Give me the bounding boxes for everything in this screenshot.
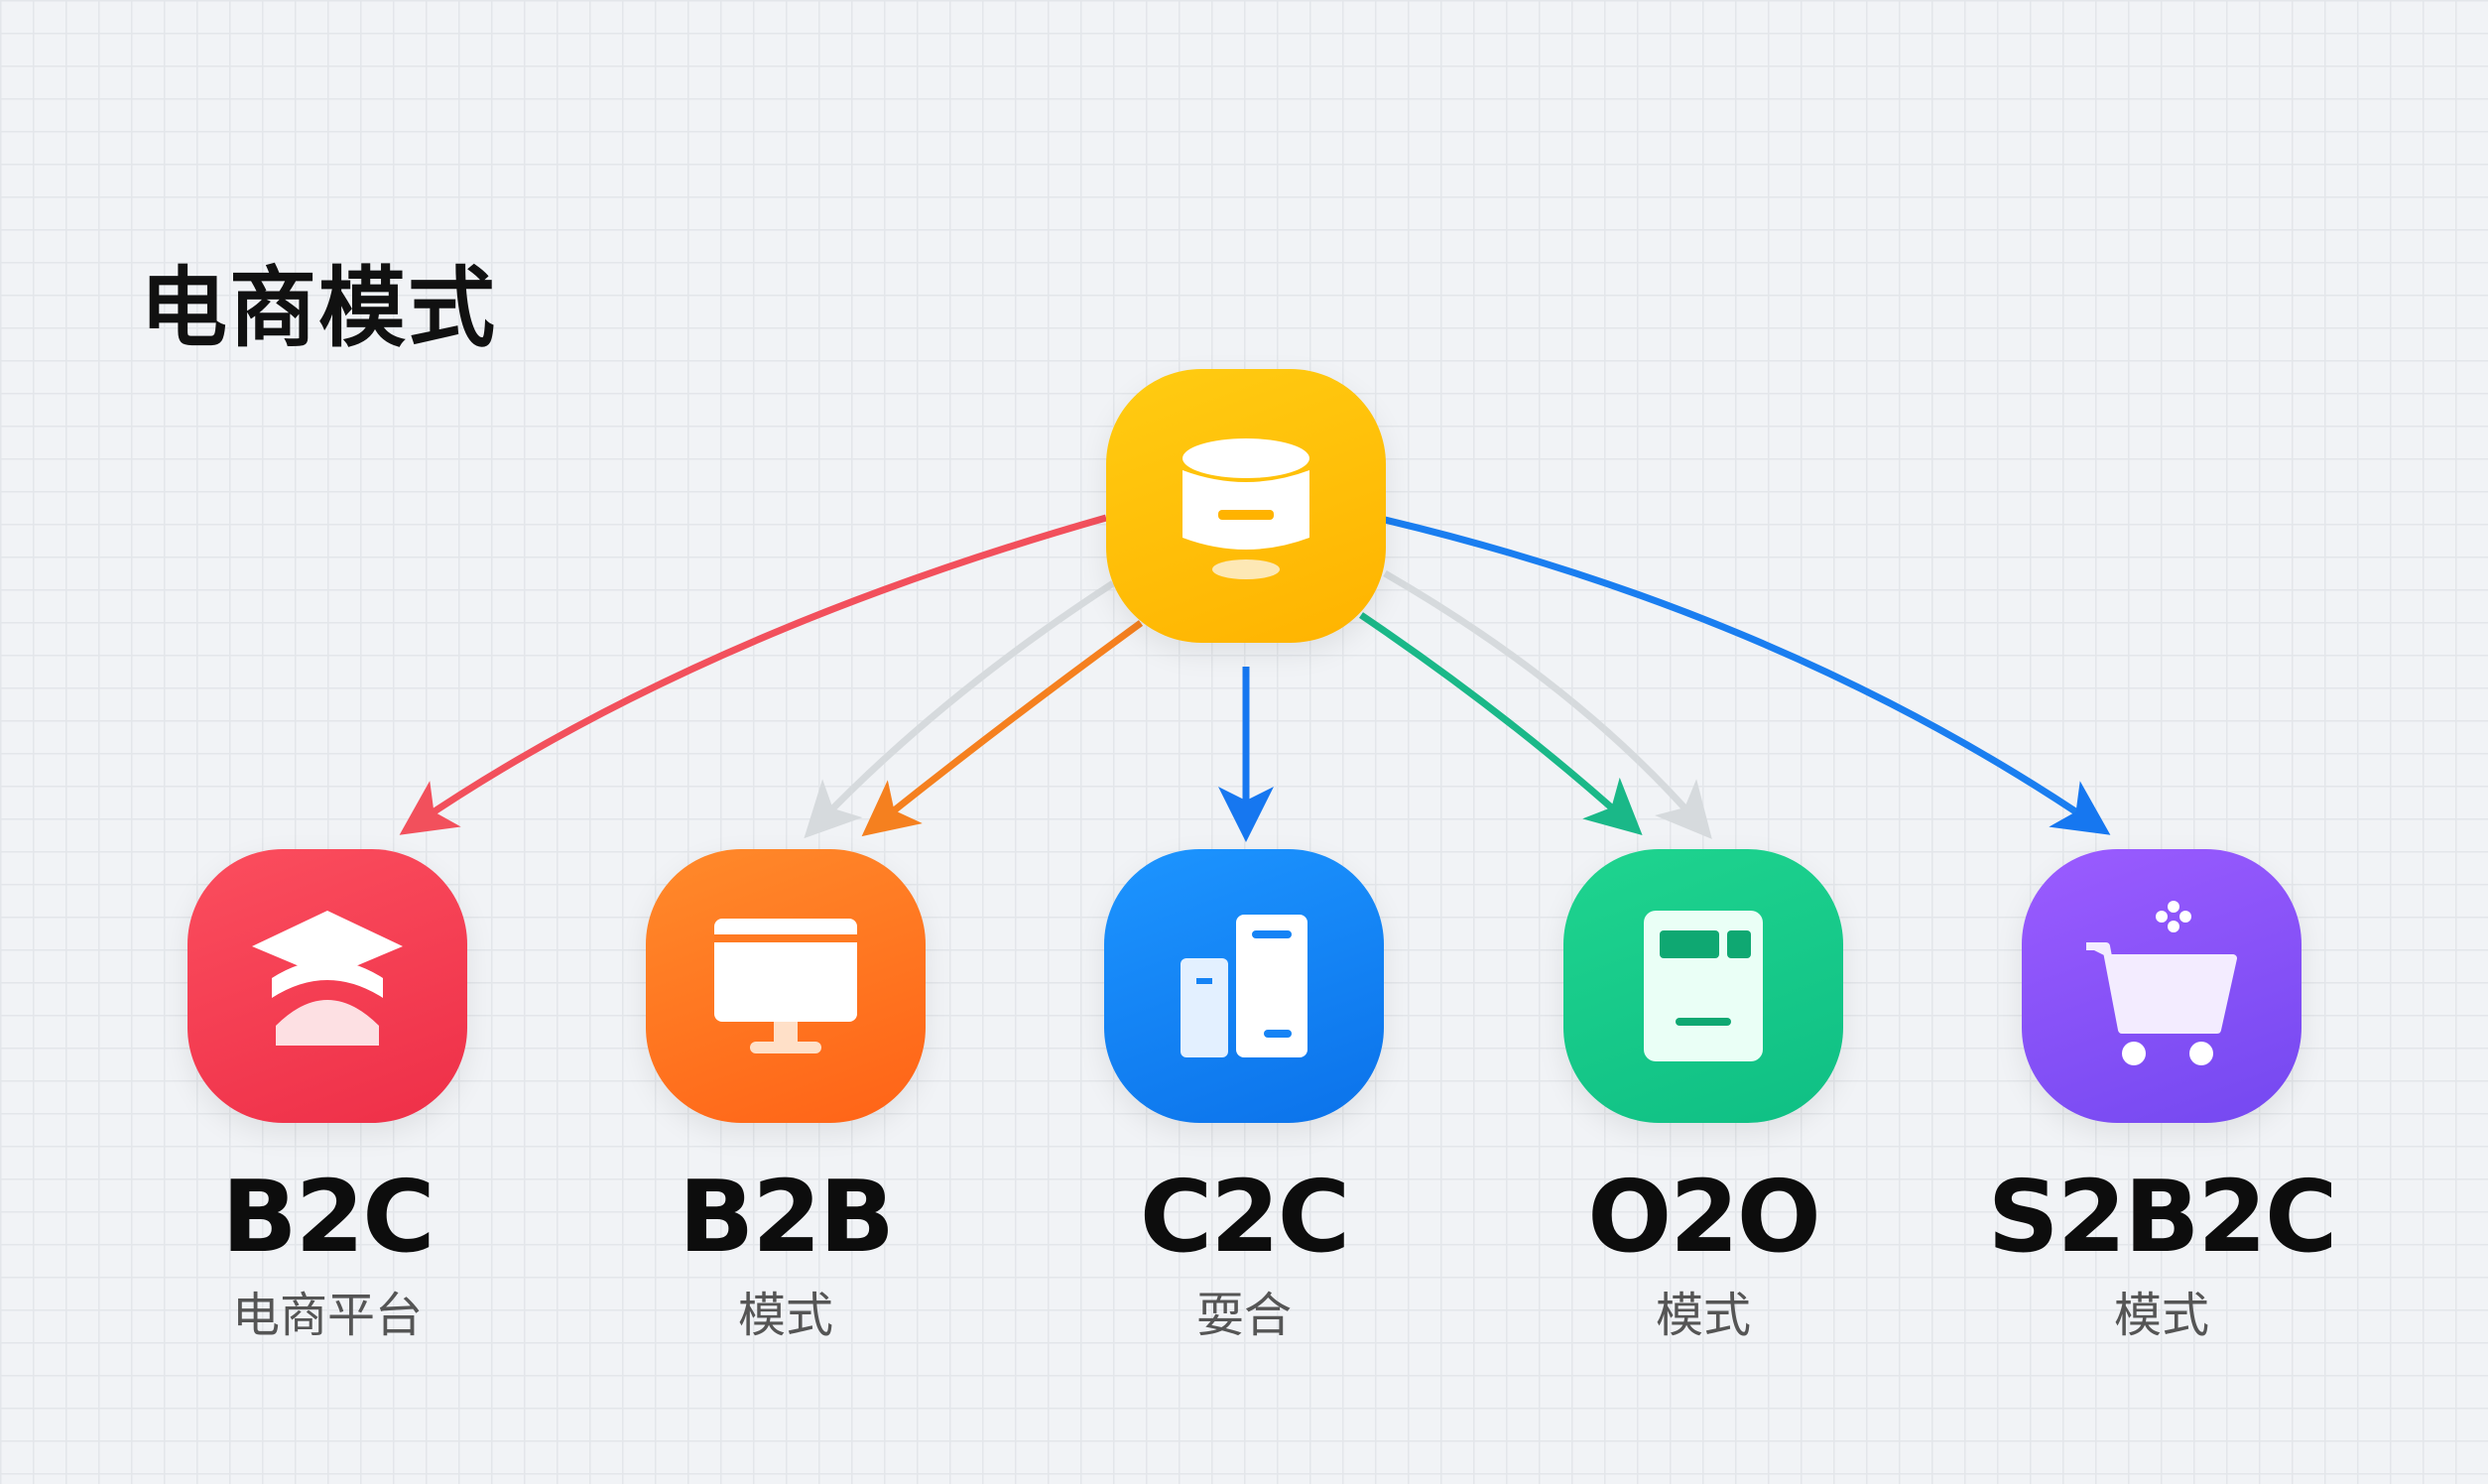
arrow-o2o-gray xyxy=(1383,569,1712,839)
hub-tile[interactable] xyxy=(1106,369,1386,643)
node-label: B2B xyxy=(678,1159,895,1275)
diagram-title: 电商模式 xyxy=(140,257,498,359)
node-label: C2C xyxy=(1139,1159,1350,1275)
shopping-cart-icon xyxy=(2086,901,2237,1065)
node-subtitle: 模式 xyxy=(1655,1288,1751,1343)
node-subtitle: 耍合 xyxy=(1195,1288,1292,1343)
node-label: B2C xyxy=(221,1159,435,1275)
node-subtitle: 电商平台 xyxy=(231,1288,423,1343)
node-subtitle: 模式 xyxy=(737,1288,833,1343)
arrow-o2o xyxy=(1359,612,1643,836)
arrow-b2b xyxy=(861,620,1144,837)
graduation-cap-icon xyxy=(252,911,403,1046)
b2c-tile[interactable] xyxy=(187,849,467,1123)
node-label: S2B2C xyxy=(1987,1159,2338,1275)
arrow-b2b-gray xyxy=(804,580,1115,839)
arrow-b2c xyxy=(399,514,1107,835)
node-label: O2O xyxy=(1587,1159,1821,1275)
s2b2c-tile[interactable] xyxy=(2022,849,2301,1123)
buildings-icon xyxy=(1181,915,1307,1057)
document-icon xyxy=(1644,911,1763,1061)
arrow-s2b2c xyxy=(1384,516,2111,835)
monitor-icon xyxy=(714,919,857,1053)
node-subtitle: 模式 xyxy=(2113,1288,2209,1343)
c2c-tile[interactable] xyxy=(1104,849,1384,1123)
database-icon xyxy=(1182,438,1309,579)
b2b-tile[interactable] xyxy=(646,849,926,1123)
o2o-tile[interactable] xyxy=(1563,849,1843,1123)
